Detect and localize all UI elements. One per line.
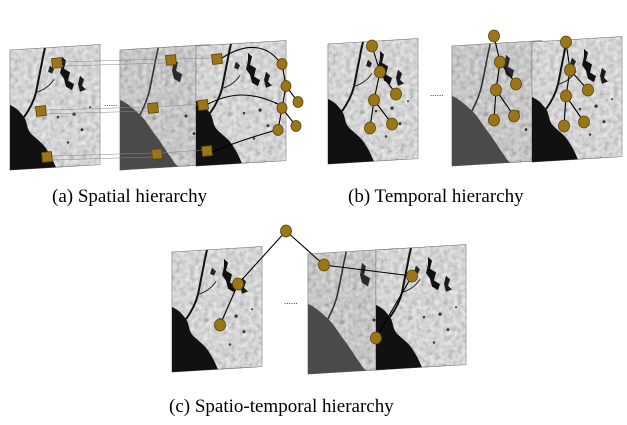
tree-node <box>374 65 386 79</box>
tree-node <box>272 124 284 136</box>
tree-node <box>488 29 500 43</box>
patch-markers <box>35 53 223 163</box>
tree-node <box>318 258 330 272</box>
tree-node <box>214 318 226 332</box>
tree-node <box>370 331 382 345</box>
time-ellipsis: ...... <box>430 88 444 98</box>
tree-node <box>386 117 398 131</box>
tree-node <box>276 58 288 70</box>
tree-node <box>290 120 302 132</box>
tree-node <box>490 83 502 97</box>
caption-temporal: (b) Temporal hierarchy <box>348 186 524 207</box>
spatial-tree <box>272 58 304 136</box>
tree-node <box>406 269 418 283</box>
tree-node <box>560 89 572 103</box>
temporal-tree-1 <box>364 39 402 135</box>
image-tile <box>172 247 262 372</box>
tree-node <box>292 96 304 108</box>
tree-node <box>390 87 402 101</box>
patch-marker <box>165 54 177 66</box>
tree-node <box>560 35 572 49</box>
tree-node <box>366 39 378 53</box>
patch-marker <box>211 53 223 65</box>
time-ellipsis: ...... <box>104 98 118 108</box>
image-tile <box>376 245 466 370</box>
patch-marker <box>35 105 47 117</box>
image-tile <box>532 37 622 162</box>
tree-node <box>578 115 590 129</box>
tree-node <box>364 121 376 135</box>
tree-node <box>368 93 380 107</box>
panel-spatial: ...... <box>10 41 304 170</box>
tree-node <box>494 55 506 69</box>
spatiotemporal-tree <box>214 224 418 345</box>
tree-node <box>558 119 570 133</box>
patch-marker <box>147 102 159 114</box>
patch-marker <box>41 151 53 163</box>
tree-node <box>488 113 500 127</box>
patch-marker <box>51 57 63 69</box>
patch-links <box>45 57 213 161</box>
mapping-arrows <box>207 46 279 153</box>
tree-node <box>276 102 288 114</box>
patch-marker <box>201 145 213 157</box>
tree-node <box>508 109 520 123</box>
caption-spatial: (a) Spatial hierarchy <box>52 186 208 207</box>
caption-spatiotemporal: (c) Spatio-temporal hierarchy <box>169 396 394 417</box>
panel-temporal: ...... <box>328 29 622 166</box>
tree-node <box>280 224 292 238</box>
panel-spatiotemporal: ...... <box>172 224 466 374</box>
patch-marker <box>197 99 209 111</box>
patch-marker <box>151 148 163 160</box>
tree-node <box>280 80 292 92</box>
tree-node <box>232 277 244 291</box>
tree-node <box>564 63 576 77</box>
tree-node <box>582 83 594 97</box>
temporal-tree-2 <box>488 29 522 127</box>
time-ellipsis: ...... <box>284 296 298 306</box>
tree-node <box>510 77 522 91</box>
temporal-tree-3 <box>558 35 594 133</box>
